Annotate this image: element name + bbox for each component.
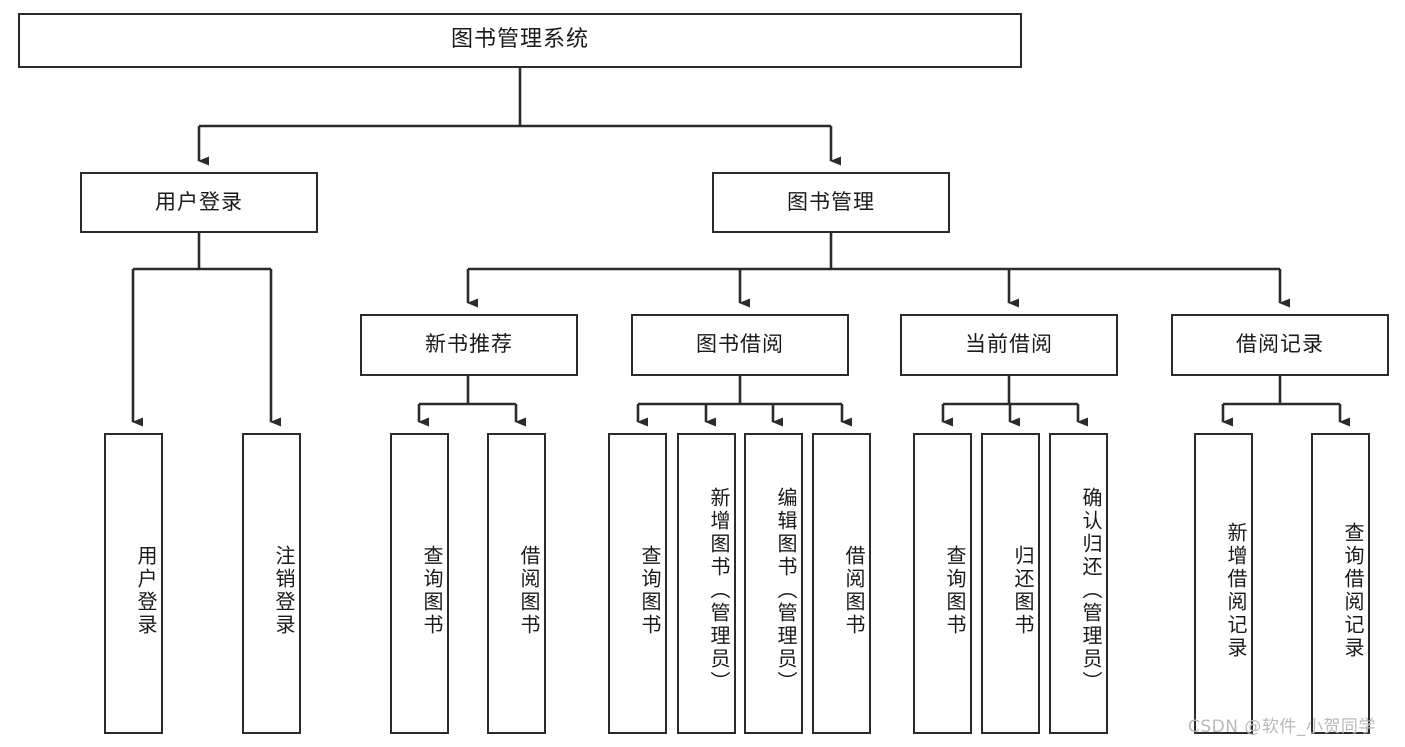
node-label: 注销登录 [272, 544, 296, 637]
node-label: 归还图书 [1011, 544, 1035, 637]
csdn-watermark: CSDN @软件_小贺同学 [1188, 717, 1376, 737]
leaf-borrow-add-book-admin[interactable]: 新增图书（管理员） [677, 433, 736, 734]
node-label: 借阅记录 [1236, 332, 1324, 357]
node-label: 查询图书 [943, 544, 967, 637]
node-label: 用户登录 [155, 189, 243, 214]
node-label: 确认归还（管理员） [1079, 487, 1103, 694]
node-label: 查询借阅记录 [1341, 521, 1365, 660]
leaf-current-query-book[interactable]: 查询图书 [913, 433, 972, 734]
node-label: 查询图书 [638, 544, 662, 637]
node-current-borrow[interactable]: 当前借阅 [900, 314, 1118, 376]
node-label: 当前借阅 [965, 332, 1053, 357]
node-label: 新增图书（管理员） [707, 487, 731, 694]
node-label: 借阅图书 [517, 544, 541, 637]
node-root-system[interactable]: 图书管理系统 [18, 13, 1022, 68]
leaf-borrow-query-book[interactable]: 查询图书 [608, 433, 667, 734]
node-book-management[interactable]: 图书管理 [712, 172, 950, 233]
node-label: 借阅图书 [842, 544, 866, 637]
node-label: 查询图书 [420, 544, 444, 637]
leaf-borrow-borrow-book[interactable]: 借阅图书 [812, 433, 871, 734]
leaf-user-login-login[interactable]: 用户登录 [104, 433, 163, 734]
leaf-current-return-book[interactable]: 归还图书 [981, 433, 1040, 734]
leaf-recommend-borrow-book[interactable]: 借阅图书 [487, 433, 546, 734]
leaf-user-login-logout[interactable]: 注销登录 [242, 433, 301, 734]
node-label: 图书管理系统 [450, 27, 589, 53]
node-borrow-record[interactable]: 借阅记录 [1171, 314, 1389, 376]
node-label: 用户登录 [134, 544, 158, 637]
node-user-login[interactable]: 用户登录 [80, 172, 318, 233]
node-label: 图书借阅 [696, 332, 784, 357]
node-label: 新书推荐 [425, 332, 513, 357]
leaf-borrow-edit-book-admin[interactable]: 编辑图书（管理员） [744, 433, 803, 734]
leaf-recommend-query-book[interactable]: 查询图书 [390, 433, 449, 734]
node-label: 图书管理 [787, 189, 875, 214]
node-new-book-recommend[interactable]: 新书推荐 [360, 314, 578, 376]
leaf-record-add-record[interactable]: 新增借阅记录 [1194, 433, 1253, 734]
node-label: 新增借阅记录 [1224, 521, 1248, 660]
leaf-current-confirm-return-admin[interactable]: 确认归还（管理员） [1049, 433, 1108, 734]
node-book-borrow[interactable]: 图书借阅 [631, 314, 849, 376]
node-label: 编辑图书（管理员） [774, 487, 798, 694]
leaf-record-query-record[interactable]: 查询借阅记录 [1311, 433, 1370, 734]
